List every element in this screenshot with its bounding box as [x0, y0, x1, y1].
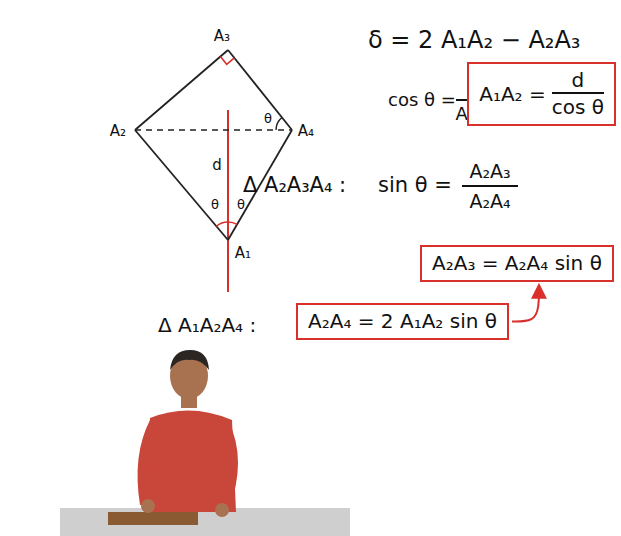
boxed-equation: A₁A₂ = dcos θ — [467, 62, 616, 126]
equation-text: A₂A₃ = A₂A₄ sin θ — [432, 252, 602, 275]
wooden-box — [108, 512, 198, 525]
length-label: d — [212, 157, 222, 174]
angle-label: θ — [237, 198, 245, 212]
equation: δ = 2 A₁A₂ − A₂A₃ — [368, 27, 580, 53]
angle-arc — [216, 222, 228, 226]
fraction-bar — [462, 185, 518, 187]
axis-line — [227, 110, 229, 292]
equation: sin θ = — [378, 174, 452, 197]
triangle-name: Δ A₂A₃A₄ : — [243, 174, 346, 197]
dashed-chord — [135, 129, 292, 131]
fraction-denominator: cos θ — [552, 92, 604, 119]
boxed-equation: A₂A₃ = A₂A₄ sin θ — [420, 245, 614, 282]
side-line — [135, 50, 228, 130]
vertex-label: A₂ — [110, 123, 126, 140]
fraction: dcos θ — [552, 69, 604, 119]
fraction-numerator: A₂A₃ — [469, 161, 510, 182]
angle-label: θ — [264, 112, 272, 126]
desk — [60, 508, 350, 536]
angle-arc — [276, 118, 282, 131]
equation-text: A₁A₂ = — [479, 83, 546, 106]
connector-arrow — [512, 286, 539, 322]
right-angle-mark — [220, 57, 234, 65]
equation-text: A₂A₄ = 2 A₁A₂ sin θ — [308, 310, 497, 333]
arm — [138, 420, 160, 505]
hand — [141, 499, 155, 513]
fraction-numerator: d — [572, 69, 585, 92]
angle-label: θ — [211, 198, 219, 212]
hand — [215, 503, 229, 517]
vertex-label: A₃ — [214, 28, 230, 45]
fraction-denominator: A₂A₄ — [469, 191, 510, 212]
boxed-equation: A₂A₄ = 2 A₁A₂ sin θ — [296, 303, 509, 340]
angle-arc — [228, 222, 237, 224]
equation: cos θ = — [388, 90, 456, 110]
triangle-name: Δ A₁A₂A₄ : — [158, 314, 256, 336]
side-line — [135, 130, 228, 240]
vertex-label: A₄ — [298, 123, 314, 140]
hair — [170, 350, 209, 370]
arm — [216, 420, 238, 512]
side-line — [228, 50, 292, 130]
vertex-label: A₁ — [235, 245, 251, 262]
